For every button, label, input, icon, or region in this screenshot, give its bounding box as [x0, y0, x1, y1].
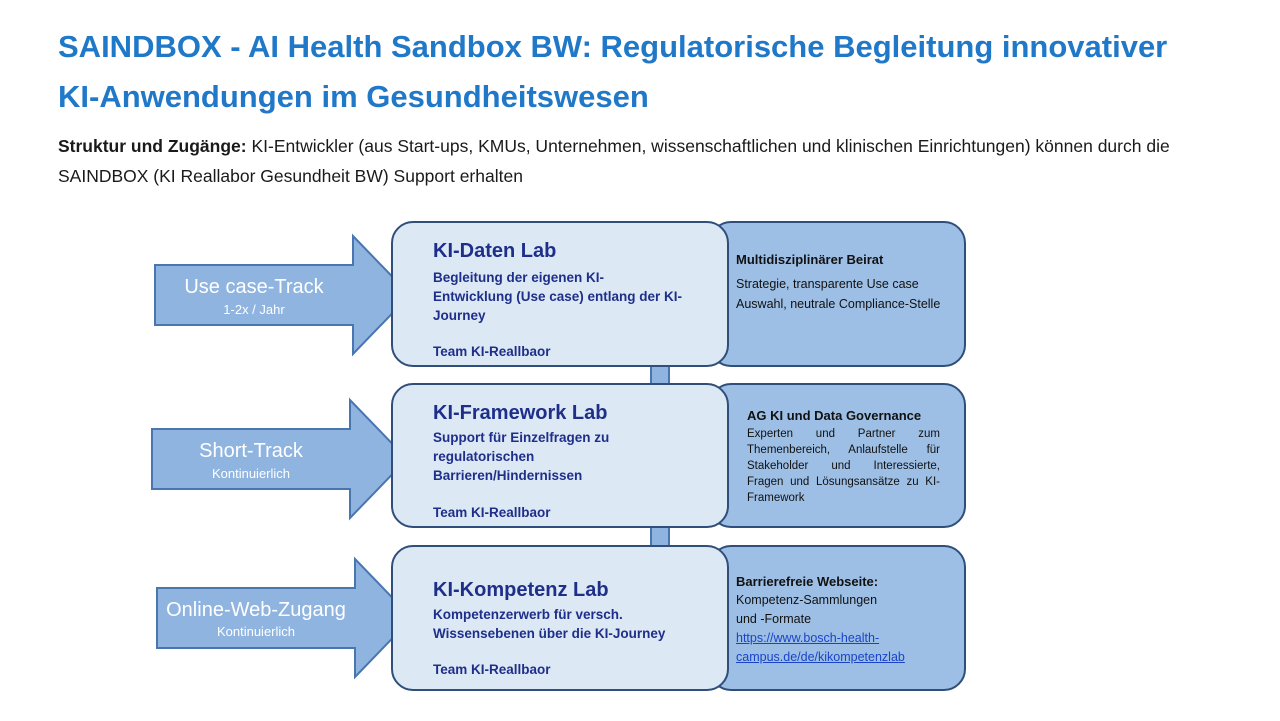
track-label-online: Online-Web-Zugang: [166, 599, 346, 621]
track-arrow-online: [156, 556, 414, 680]
title-line-1: SAINDBOX - AI Health Sandbox BW: Regulat…: [58, 29, 1168, 64]
track-sub-use-case: 1-2x / Jahr: [223, 302, 285, 317]
lab-box-framework: KI-Framework Lab Support für Einzelfrage…: [391, 383, 729, 528]
side-box-text: Strategie, transparente Use case Auswahl…: [736, 277, 941, 311]
page-title: SAINDBOX - AI Health Sandbox BW: Regulat…: [58, 22, 1258, 122]
side-box-title: AG KI und Data Governance: [747, 408, 922, 423]
lab-box-kompetenz: KI-Kompetenz Lab Kompetenzerwerb für ver…: [391, 545, 729, 691]
lab-team: Team KI-Reallbaor: [433, 662, 551, 677]
lab-description: Begleitung der eigenen KI-Entwicklung (U…: [433, 270, 683, 323]
track-arrow-use-case: [154, 233, 412, 357]
side-box-ag-ki: AG KI und Data Governance Experten und P…: [709, 383, 966, 528]
lab-description: Kompetenzerwerb für versch. Wissensebene…: [433, 607, 666, 641]
lab-title: KI-Framework Lab: [433, 402, 608, 424]
lab-team: Team KI-Reallbaor: [433, 505, 551, 520]
lab-box-daten: KI-Daten Lab Begleitung der eigenen KI-E…: [391, 221, 729, 367]
intro-paragraph: Struktur und Zugänge: KI-Entwickler (aus…: [58, 131, 1238, 191]
lab-title: KI-Daten Lab: [433, 240, 557, 262]
track-label-use-case: Use case-Track: [184, 276, 324, 298]
side-box-title: Barrierefreie Webseite:: [736, 574, 879, 589]
title-line-2: KI-Anwendungen im Gesundheitswesen: [58, 79, 649, 114]
lab-description: Support für Einzelfragen zu regulatorisc…: [433, 430, 610, 483]
track-arrow-short: [151, 397, 409, 521]
track-sub-online: Kontinuierlich: [216, 624, 296, 639]
intro-text: KI-Entwickler (aus Start-ups, KMUs, Unte…: [58, 136, 1170, 186]
website-link[interactable]: https://www.bosch-health-campus.de/de/ki…: [736, 631, 905, 664]
side-box-beirat: Multidisziplinärer Beirat Strategie, tra…: [709, 221, 966, 367]
lab-title: KI-Kompetenz Lab: [433, 579, 609, 601]
lab-team: Team KI-Reallbaor: [433, 344, 551, 359]
intro-bold: Struktur und Zugänge:: [58, 136, 247, 156]
side-box-title: Multidisziplinärer Beirat: [736, 252, 884, 267]
side-box-text: Kompetenz-Sammlungen und -Formate: [736, 593, 878, 626]
side-box-webseite: Barrierefreie Webseite: Kompetenz-Sammlu…: [709, 545, 966, 691]
track-sub-short: Kontinuierlich: [211, 466, 291, 481]
track-label-short: Short-Track: [199, 440, 303, 462]
side-box-text: Experten und Partner zum Themenbereich, …: [747, 428, 940, 504]
